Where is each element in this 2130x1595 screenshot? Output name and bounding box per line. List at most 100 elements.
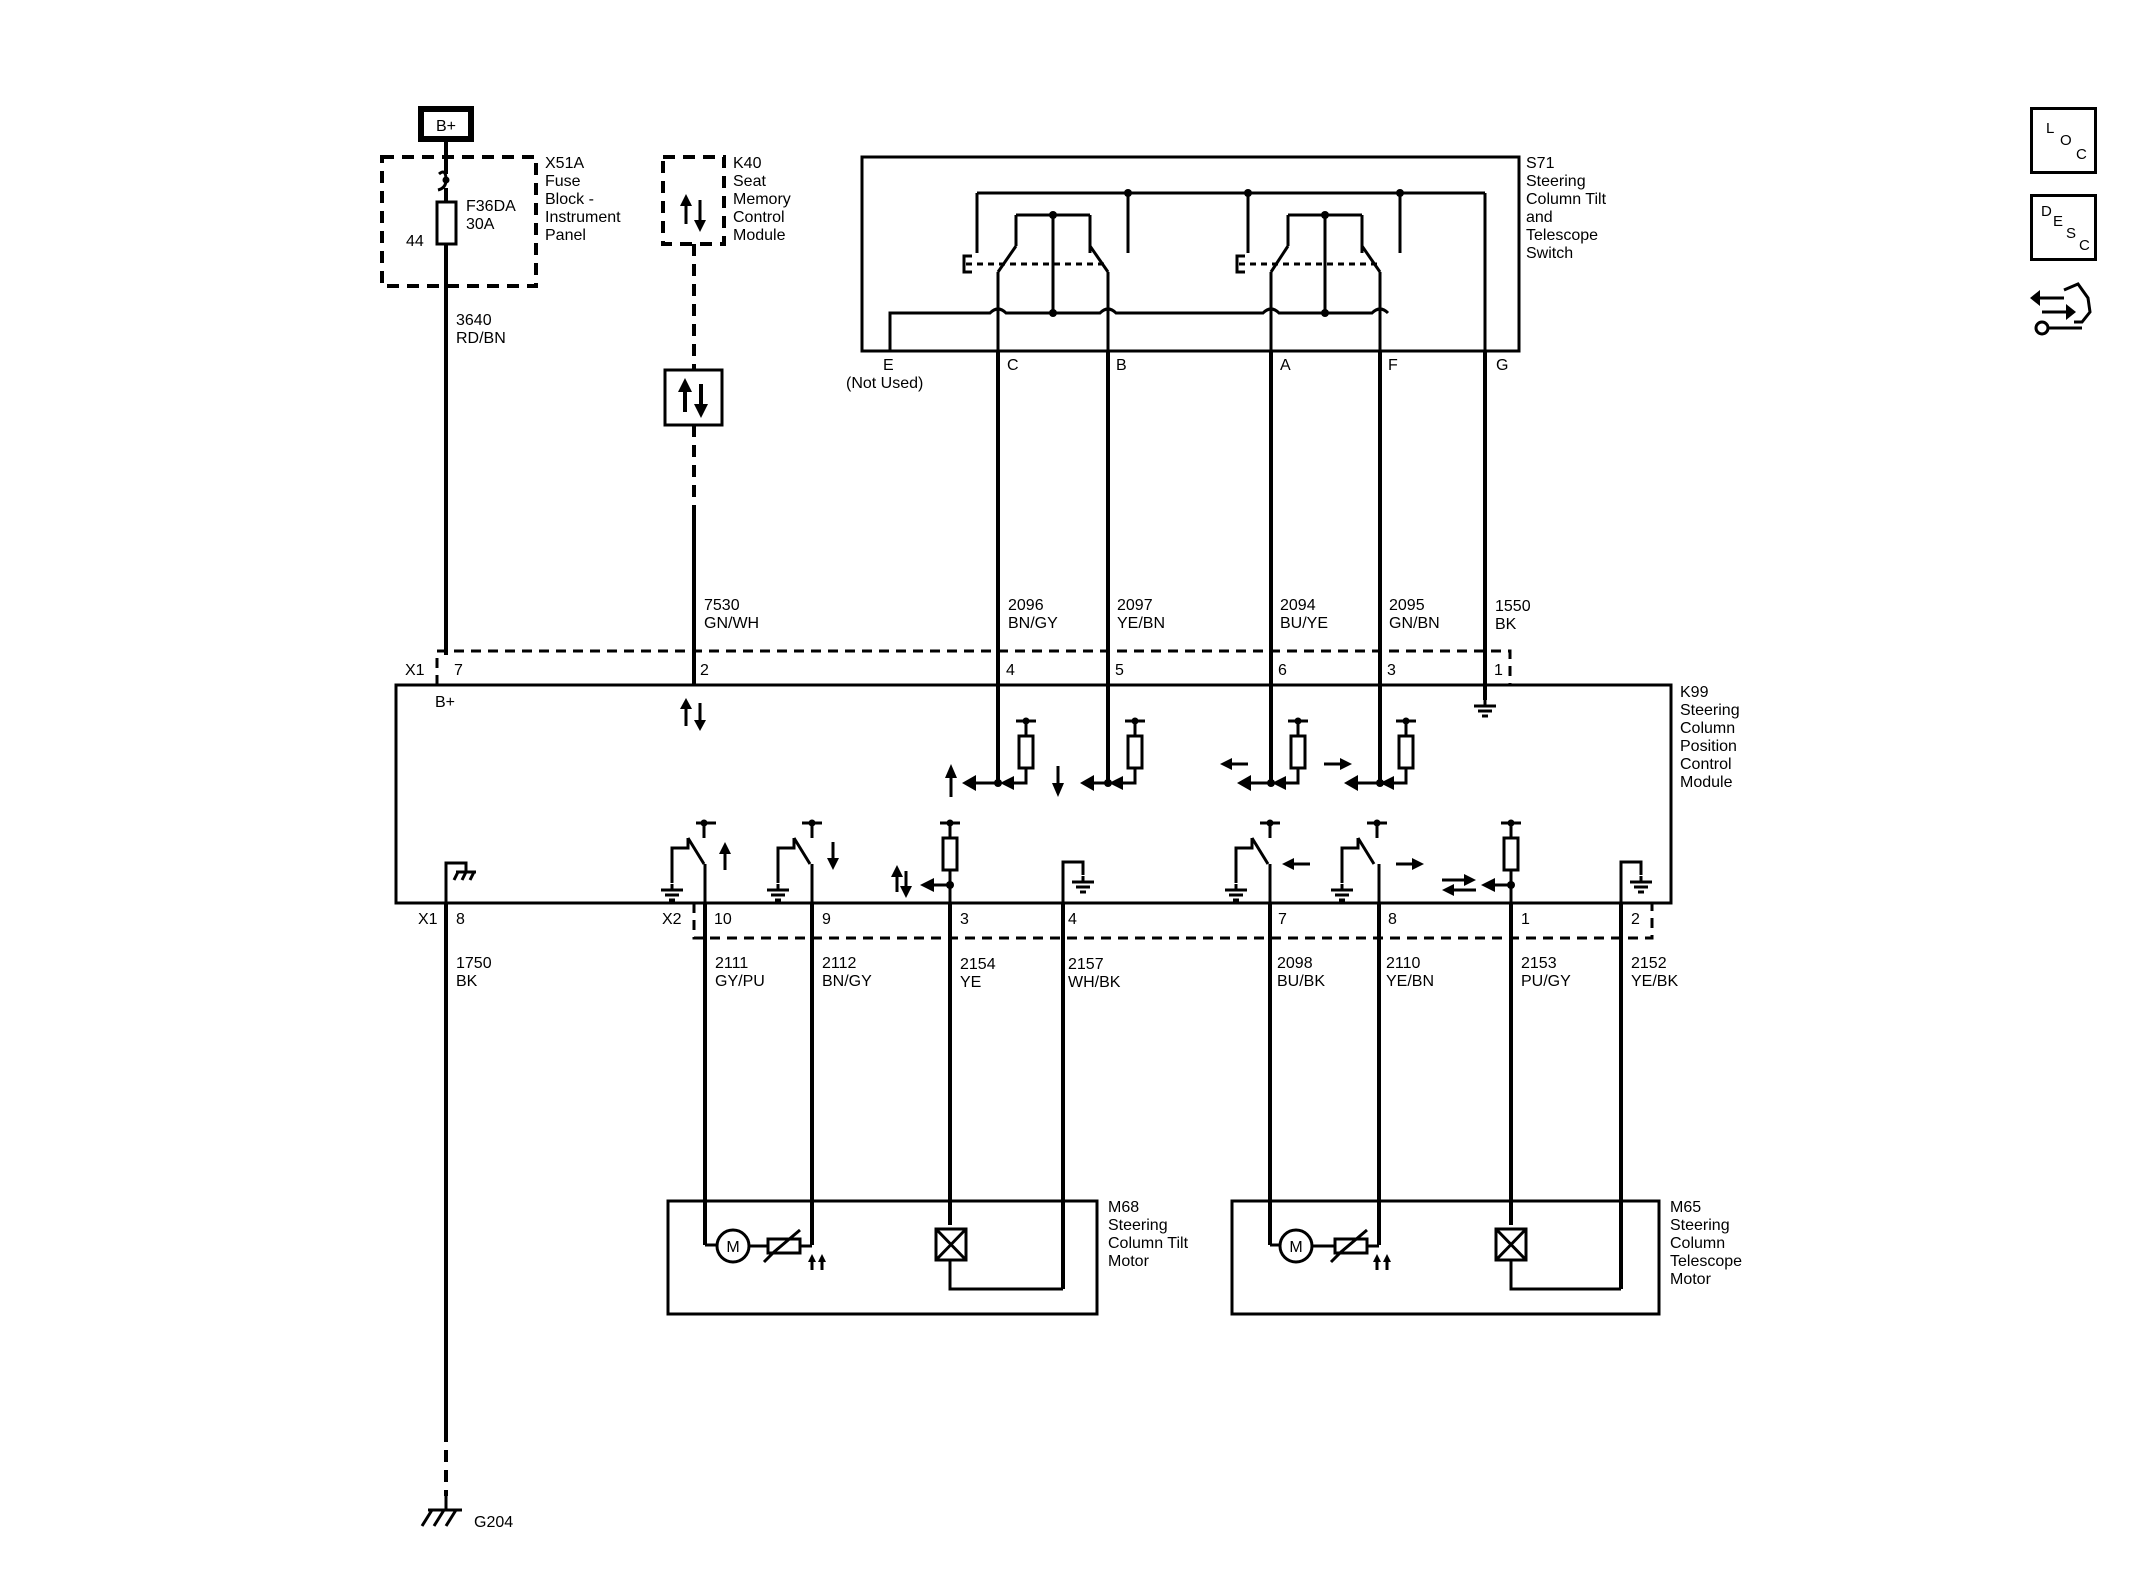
svg-text:X51A: X51A <box>545 155 584 172</box>
svg-text:Telescope: Telescope <box>1526 227 1598 244</box>
wire-3640-color: RD/BN <box>456 330 506 347</box>
svg-text:E: E <box>883 357 894 374</box>
svg-text:2095: 2095 <box>1389 597 1425 614</box>
svg-text:YE: YE <box>960 974 981 991</box>
svg-text:2152: 2152 <box>1631 955 1667 972</box>
switch-wire-labels: 2096 BN/GY 2097 YE/BN 2094 BU/YE 2095 GN… <box>1008 597 1531 633</box>
svg-text:1: 1 <box>1521 911 1530 928</box>
svg-text:Control: Control <box>1680 756 1732 773</box>
svg-text:2: 2 <box>700 662 709 679</box>
svg-text:Steering: Steering <box>1108 1217 1168 1234</box>
k99-input-circuits <box>945 716 1418 797</box>
svg-text:and: and <box>1526 209 1553 226</box>
m65-title: M65 Steering Column Telescope Motor <box>1670 1199 1742 1288</box>
svg-text:YE/BK: YE/BK <box>1631 973 1678 990</box>
s71-pins: E (Not Used) C B A F G <box>846 357 1508 392</box>
svg-text:Control: Control <box>733 209 785 226</box>
k40-module <box>661 155 726 246</box>
desc-letter-s: S <box>2066 225 2077 242</box>
loc-letter-l: L <box>2046 120 2055 137</box>
svg-text:PU/GY: PU/GY <box>1521 973 1571 990</box>
svg-text:6: 6 <box>1278 662 1287 679</box>
loc-letter-o: O <box>2060 132 2072 149</box>
svg-text:2154: 2154 <box>960 956 996 973</box>
svg-text:M68: M68 <box>1108 1199 1139 1216</box>
loc-letter-c: C <box>2076 146 2087 163</box>
m68-title: M68 Steering Column Tilt Motor <box>1108 1199 1189 1270</box>
svg-text:GN/BN: GN/BN <box>1389 615 1440 632</box>
svg-text:Memory: Memory <box>733 191 791 208</box>
svg-text:2111: 2111 <box>715 955 748 972</box>
k40-title: K40 Seat Memory Control Module <box>733 155 791 244</box>
svg-text:B: B <box>1116 357 1127 374</box>
fuse-block-title: X51A Fuse Block - Instrument Panel <box>545 155 621 244</box>
svg-text:Module: Module <box>1680 774 1733 791</box>
svg-text:7: 7 <box>1278 911 1287 928</box>
svg-text:Column Tilt: Column Tilt <box>1526 191 1607 208</box>
svg-text:WH/BK: WH/BK <box>1068 974 1121 991</box>
s71-title: S71 Steering Column Tilt and Telescope S… <box>1526 155 1607 262</box>
svg-text:A: A <box>1280 357 1291 374</box>
k99-telescope-drivers <box>1223 818 1654 903</box>
serial-data-symbol <box>663 368 724 427</box>
svg-text:8: 8 <box>456 911 465 928</box>
svg-text:(Not Used): (Not Used) <box>846 375 923 392</box>
svg-text:Column: Column <box>1680 720 1735 737</box>
svg-text:2112: 2112 <box>822 955 857 972</box>
svg-text:3: 3 <box>1387 662 1396 679</box>
svg-text:10: 10 <box>714 911 732 928</box>
fuse-rating: 30A <box>466 216 495 233</box>
svg-text:Seat: Seat <box>733 173 766 190</box>
svg-text:BU/YE: BU/YE <box>1280 615 1328 632</box>
k99-top-pins: X1 7 2 4 5 6 3 1 B+ <box>405 662 1503 711</box>
fuse-name: F36DA <box>466 198 516 215</box>
ground-g204: G204 <box>420 1496 513 1531</box>
svg-text:1550: 1550 <box>1495 598 1531 615</box>
svg-text:BN/GY: BN/GY <box>822 973 872 990</box>
svg-text:Column: Column <box>1670 1235 1725 1252</box>
svg-text:Steering: Steering <box>1670 1217 1730 1234</box>
svg-text:4: 4 <box>1068 911 1077 928</box>
k99-serial-arrows <box>680 698 706 731</box>
desc-letter-c: C <box>2079 237 2090 254</box>
desc-letter-e: E <box>2053 213 2064 230</box>
svg-text:BN/GY: BN/GY <box>1008 615 1058 632</box>
svg-text:K40: K40 <box>733 155 762 172</box>
ground-label: G204 <box>474 1514 513 1531</box>
svg-text:Steering: Steering <box>1680 702 1740 719</box>
power-source: B+ <box>418 106 474 142</box>
svg-text:8: 8 <box>1388 911 1397 928</box>
svg-text:9: 9 <box>822 911 831 928</box>
svg-text:Panel: Panel <box>545 227 586 244</box>
m65-telescope-motor: M <box>1230 1199 1661 1316</box>
fuse-f36da <box>435 200 458 246</box>
connector-tools-icon[interactable] <box>2030 282 2092 336</box>
power-label: B+ <box>436 118 456 135</box>
svg-text:4: 4 <box>1006 662 1015 679</box>
svg-text:X2: X2 <box>662 911 682 928</box>
wire-3640-num: 3640 <box>456 312 492 329</box>
svg-text:Steering: Steering <box>1526 173 1586 190</box>
svg-text:X1: X1 <box>418 911 438 928</box>
location-button[interactable]: L O C <box>2030 107 2097 174</box>
svg-text:Position: Position <box>1680 738 1737 755</box>
svg-text:1: 1 <box>1494 662 1503 679</box>
m68-tilt-motor: M <box>666 1199 1099 1316</box>
svg-text:2097: 2097 <box>1117 597 1153 614</box>
svg-text:C: C <box>1007 357 1019 374</box>
svg-text:2096: 2096 <box>1008 597 1044 614</box>
svg-text:Switch: Switch <box>1526 245 1573 262</box>
desc-letter-d: D <box>2041 203 2052 220</box>
svg-text:Instrument: Instrument <box>545 209 621 226</box>
svg-text:2110: 2110 <box>1386 955 1421 972</box>
svg-text:YE/BN: YE/BN <box>1386 973 1434 990</box>
svg-text:5: 5 <box>1115 662 1124 679</box>
wire-7530-num: 7530 <box>704 597 740 614</box>
k99-module <box>394 649 1673 940</box>
k99-bottom-pins: X1 8 X2 10 9 3 4 7 8 1 2 <box>418 911 1640 928</box>
svg-text:Motor: Motor <box>1670 1271 1712 1288</box>
fuse-block-x51a: F36DA 30A 44 <box>380 155 538 288</box>
k99-title: K99 Steering Column Position Control Mod… <box>1680 684 1740 791</box>
description-button[interactable]: D E S C <box>2030 194 2097 261</box>
